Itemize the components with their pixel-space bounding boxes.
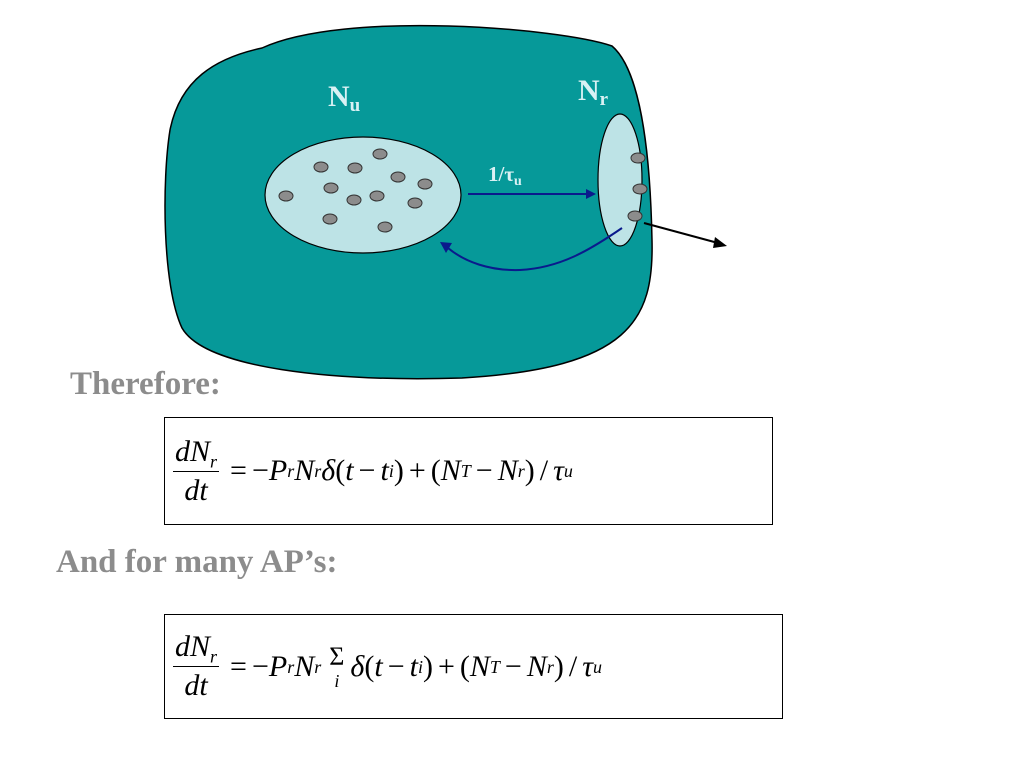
- release-arrow: [643, 222, 727, 248]
- refill-arrow: [468, 189, 596, 199]
- label-nr: Nr: [578, 74, 609, 110]
- vesicle: [417, 178, 433, 190]
- vesicle: [390, 171, 406, 183]
- releasable-pool: [597, 113, 643, 247]
- vesicle: [632, 183, 648, 195]
- vesicle: [372, 148, 388, 160]
- derivative-fraction: dNr dt: [173, 434, 220, 507]
- recycle-arrow: [440, 227, 623, 272]
- synapse-diagram: Nu Nr 1/τu: [164, 24, 727, 380]
- vesicle: [313, 161, 329, 173]
- vesicle: [630, 152, 646, 164]
- unreleased-vesicles: [278, 148, 433, 233]
- vesicle: [278, 190, 294, 202]
- vesicle: [627, 210, 643, 222]
- vesicle: [369, 190, 385, 202]
- unreleased-pool: [264, 136, 462, 254]
- vesicle: [322, 213, 338, 225]
- derivative-fraction: dNr dt: [173, 630, 220, 702]
- releasable-vesicles: [627, 152, 648, 222]
- label-nu: Nu: [328, 80, 361, 116]
- vesicle: [346, 194, 362, 206]
- many-aps-heading: And for many AP’s:: [56, 544, 338, 580]
- vesicle: [377, 221, 393, 233]
- therefore-heading: Therefore:: [70, 366, 221, 402]
- vesicle: [323, 182, 339, 194]
- vesicle: [407, 197, 423, 209]
- vesicle: [347, 162, 363, 174]
- label-rate: 1/τu: [488, 162, 522, 189]
